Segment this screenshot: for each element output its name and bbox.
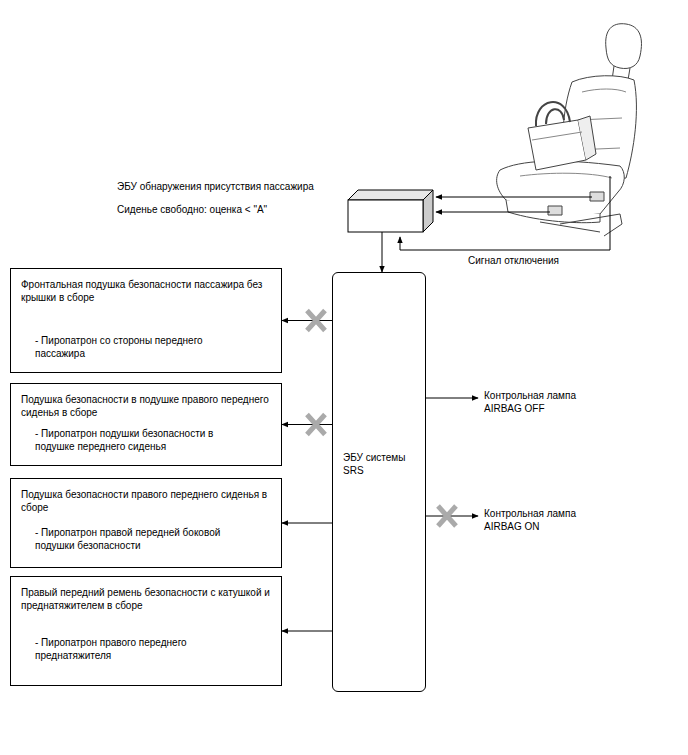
srs-ecu-box: ЭБУ системы SRS <box>332 272 426 692</box>
ecu-shape <box>347 188 434 233</box>
lamp-label: Контрольная лампа AIRBAG OFF <box>482 389 598 415</box>
lamp-label: Контрольная лампа AIRBAG ON <box>482 507 598 533</box>
signal-arrow <box>282 631 332 632</box>
signal-arrow <box>282 523 332 524</box>
box-detail: - Пиропатрон подушки безопасности в поду… <box>35 427 273 453</box>
box-detail: - Пиропатрон со стороны переднего пассаж… <box>35 334 273 360</box>
cross-mark <box>307 415 325 435</box>
lamp-wire <box>426 516 478 517</box>
box-heading: Фронтальная подушка безопасности пассажи… <box>21 278 273 304</box>
box-heading: Подушка безопасности правого переднего с… <box>21 488 273 514</box>
cross-mark <box>438 506 456 526</box>
ecu-module: ЭБУ обнаружения присутствия пассажираСид… <box>347 188 434 233</box>
sensor-wire <box>400 176 610 516</box>
box-detail: - Пиропатрон правого переднего преднатяж… <box>35 636 273 662</box>
airbag-box: Подушка безопасности правого переднего с… <box>10 478 282 568</box>
pretensioner-box: Правый передний ремень безопасности с ка… <box>10 576 282 686</box>
lamp-wire <box>426 398 478 399</box>
signal-label: Сигнал отключения <box>466 254 600 267</box>
box-heading: ЭБУ системы SRS <box>343 451 417 477</box>
seat-drawing <box>497 24 642 236</box>
box-heading: Правый передний ремень безопасности с ка… <box>21 586 273 612</box>
ecu-heading: ЭБУ обнаружения присутствия пассажира <box>117 180 314 193</box>
box-heading: Подушка безопасности в подушке правого п… <box>21 393 273 419</box>
ecu-state: Сиденье свободно: оценка < "A" <box>117 203 267 216</box>
signal-arrow <box>282 320 332 321</box>
airbag-box: Подушка безопасности в подушке правого п… <box>10 383 282 466</box>
airbag-box: Фронтальная подушка безопасности пассажи… <box>10 268 282 373</box>
box-detail: - Пиропатрон правой передней боковой под… <box>35 526 273 552</box>
signal-arrow <box>382 232 383 272</box>
signal-arrow <box>282 424 332 425</box>
cross-mark <box>307 311 325 331</box>
